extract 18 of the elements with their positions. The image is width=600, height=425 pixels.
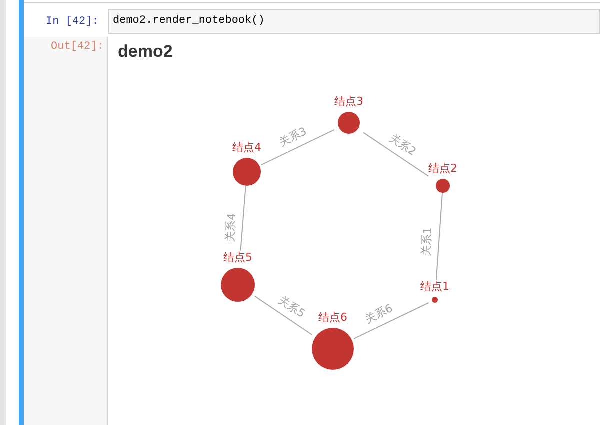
node-label: 结点5 bbox=[224, 251, 252, 264]
edge-label: 关系1 bbox=[419, 226, 435, 258]
edge-line bbox=[254, 296, 312, 336]
code-input-cell: demo2.render_notebook() bbox=[108, 9, 600, 34]
edge-line bbox=[240, 186, 246, 252]
edge-line bbox=[363, 132, 429, 177]
node-label: 结点2 bbox=[428, 162, 458, 175]
prompt-label: In [42]: bbox=[46, 15, 99, 29]
chart-title: demo2 bbox=[118, 42, 173, 62]
edge-line bbox=[261, 129, 335, 166]
node-label: 结点4 bbox=[232, 141, 262, 154]
node-label: 结点1 bbox=[420, 280, 450, 293]
node-label: 结点6 bbox=[318, 311, 348, 324]
prompt-label: Out[42]: bbox=[51, 40, 104, 54]
node-label: 结点3 bbox=[334, 95, 364, 108]
edge-line bbox=[354, 302, 430, 340]
edge-line bbox=[436, 192, 443, 280]
edge-label: 关系4 bbox=[222, 212, 238, 244]
